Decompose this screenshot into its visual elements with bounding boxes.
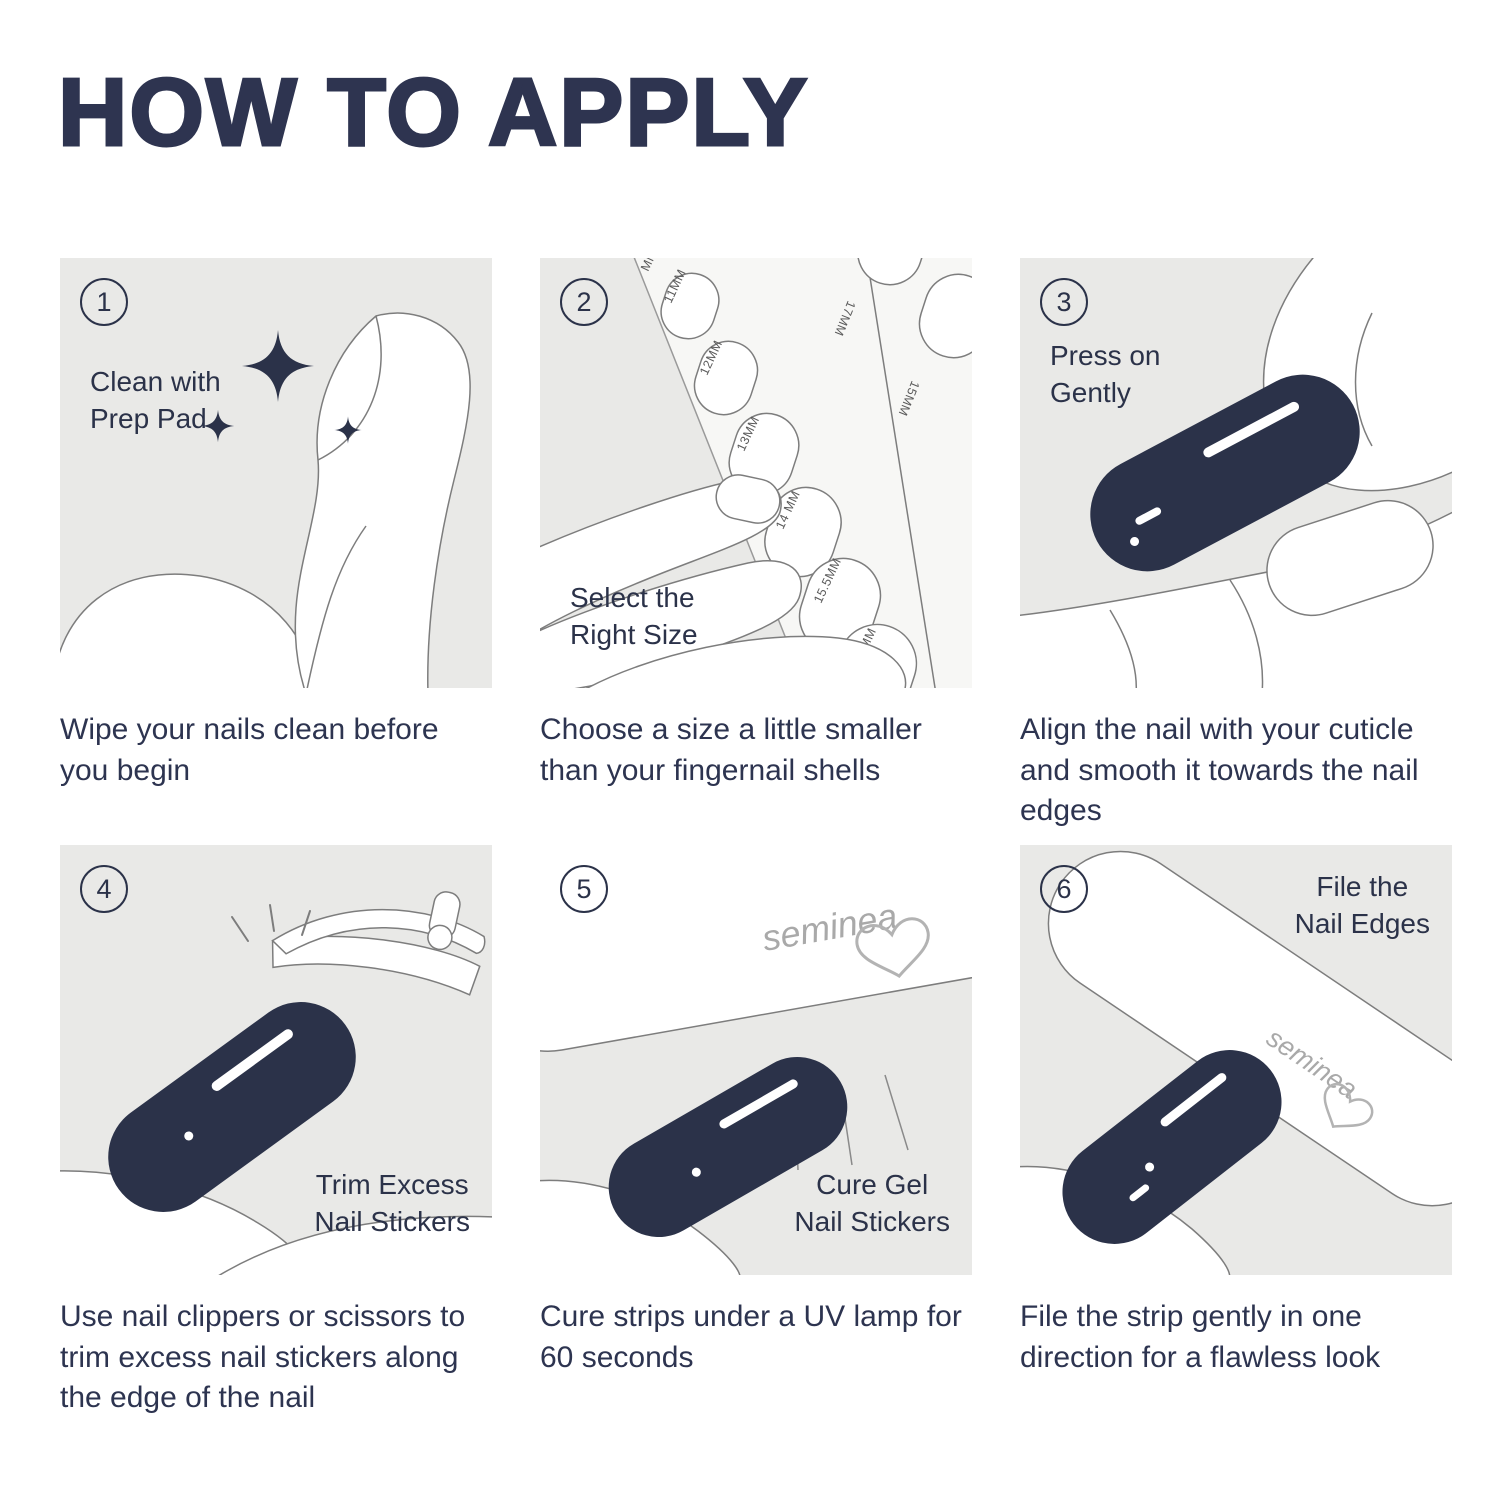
heart-icon <box>1323 1082 1374 1128</box>
step-number: 3 <box>1056 286 1072 317</box>
step-number: 5 <box>576 873 592 904</box>
fingernail <box>715 474 781 524</box>
highlight-dot <box>184 1131 194 1141</box>
step-number: 4 <box>96 873 112 904</box>
pad-fold-line <box>317 315 382 461</box>
step-number: 6 <box>1056 873 1072 904</box>
step-number-badge: 4 <box>80 865 128 913</box>
bare-nail <box>1266 499 1434 617</box>
thumb-crease <box>1354 312 1373 447</box>
step-number: 2 <box>576 286 592 317</box>
sticker-sheet: MM 11MM 12MM 13MM 14 MM 15.5MM 16.5MM 17… <box>633 258 972 688</box>
step-number-badge: 5 <box>560 865 608 913</box>
size-select-illustration: MM 11MM 12MM 13MM 14 MM 15.5MM 16.5MM 17… <box>540 258 972 688</box>
step-1-panel: 1 Clean with Prep Pad <box>60 258 492 688</box>
nail-outline <box>660 272 720 340</box>
highlight-dot <box>691 1167 701 1177</box>
step-caption: Use nail clippers or scissors to trim ex… <box>60 1300 466 1414</box>
highlight-dot <box>1130 536 1140 546</box>
nail-sticker <box>1090 374 1360 572</box>
step-4-panel: 4 Trim Excess Nail Stickers <box>60 845 492 1275</box>
step-2-panel: MM 11MM 12MM 13MM 14 MM 15.5MM 16.5MM 17… <box>540 258 972 688</box>
step-caption: Wipe your nails clean before you begin <box>60 713 439 787</box>
nail-outline <box>693 340 759 416</box>
step-label: File the Nail Edges <box>1294 871 1430 939</box>
step-5-panel: seminea 5 Cure Gel <box>540 845 972 1275</box>
heart-icon <box>855 917 930 978</box>
finger <box>60 573 313 688</box>
step-number-badge: 3 <box>1040 278 1088 326</box>
clean-illustration <box>60 312 471 688</box>
steps-row-2: 4 Trim Excess Nail Stickers Use nail cli… <box>60 845 1452 1419</box>
sparkle-icon <box>201 330 362 444</box>
step-6: seminea 6 File the Nail Edges File the <box>1020 845 1452 1419</box>
step-number-badge: 6 <box>1040 865 1088 913</box>
step-caption: File the strip gently in one direction f… <box>1020 1300 1381 1374</box>
page-title: HOW TO APPLY <box>56 58 810 168</box>
highlight <box>211 1029 293 1091</box>
nail-clipper-icon <box>271 891 486 996</box>
nail-sticker <box>108 1002 356 1212</box>
step-label: Clean with Prep Pad <box>90 366 221 434</box>
hand <box>540 474 907 688</box>
step-1: 1 Clean with Prep Pad Wipe your nails cl… <box>60 258 492 832</box>
prep-pad <box>294 312 471 688</box>
trim-illustration <box>60 891 492 1275</box>
finger-crease <box>1109 609 1138 688</box>
step-number: 1 <box>96 286 112 317</box>
step-label: Cure Gel Nail Stickers <box>794 1169 950 1238</box>
cure-illustration: seminea <box>540 845 972 1275</box>
hand <box>218 1215 492 1275</box>
step-label: Press on Gently <box>1050 340 1161 408</box>
press-on-illustration <box>1020 258 1452 688</box>
step-label: Select the Right Size <box>570 582 698 651</box>
step-caption: Choose a size a little smaller than your… <box>540 713 922 787</box>
finger-crease <box>1229 579 1264 688</box>
step-6-panel: seminea 6 File the Nail Edges <box>1020 845 1452 1275</box>
step-number-badge: 2 <box>560 278 608 326</box>
step-3: 3 Press on Gently Align the nail with yo… <box>1020 258 1452 832</box>
action-lines <box>231 904 311 942</box>
highlight <box>1135 507 1162 525</box>
steps-row-1: 1 Clean with Prep Pad Wipe your nails cl… <box>60 258 1452 832</box>
highlight <box>1129 1184 1150 1202</box>
step-2: MM 11MM 12MM 13MM 14 MM 15.5MM 16.5MM 17… <box>540 258 972 832</box>
step-5: seminea 5 Cure Gel <box>540 845 972 1419</box>
step-label: Trim Excess Nail Stickers <box>314 1169 470 1238</box>
step-3-panel: 3 Press on Gently <box>1020 258 1452 688</box>
step-4: 4 Trim Excess Nail Stickers Use nail cli… <box>60 845 492 1419</box>
step-caption: Cure strips under a UV lamp for 60 secon… <box>540 1300 962 1374</box>
nail-sticker <box>1062 1050 1282 1244</box>
nail-outline <box>918 273 972 359</box>
uv-lamp <box>540 845 972 1052</box>
highlight <box>719 1079 798 1129</box>
highlight <box>1160 1073 1227 1127</box>
highlight <box>1203 401 1300 458</box>
nail-sticker <box>608 1057 848 1237</box>
file-illustration: seminea <box>1020 850 1452 1275</box>
step-number-badge: 1 <box>80 278 128 326</box>
highlight-dot <box>1145 1162 1155 1172</box>
step-caption: Align the nail with your cuticle and smo… <box>1020 713 1419 827</box>
nail-outline <box>857 258 927 286</box>
pad-fold-line <box>306 525 367 688</box>
